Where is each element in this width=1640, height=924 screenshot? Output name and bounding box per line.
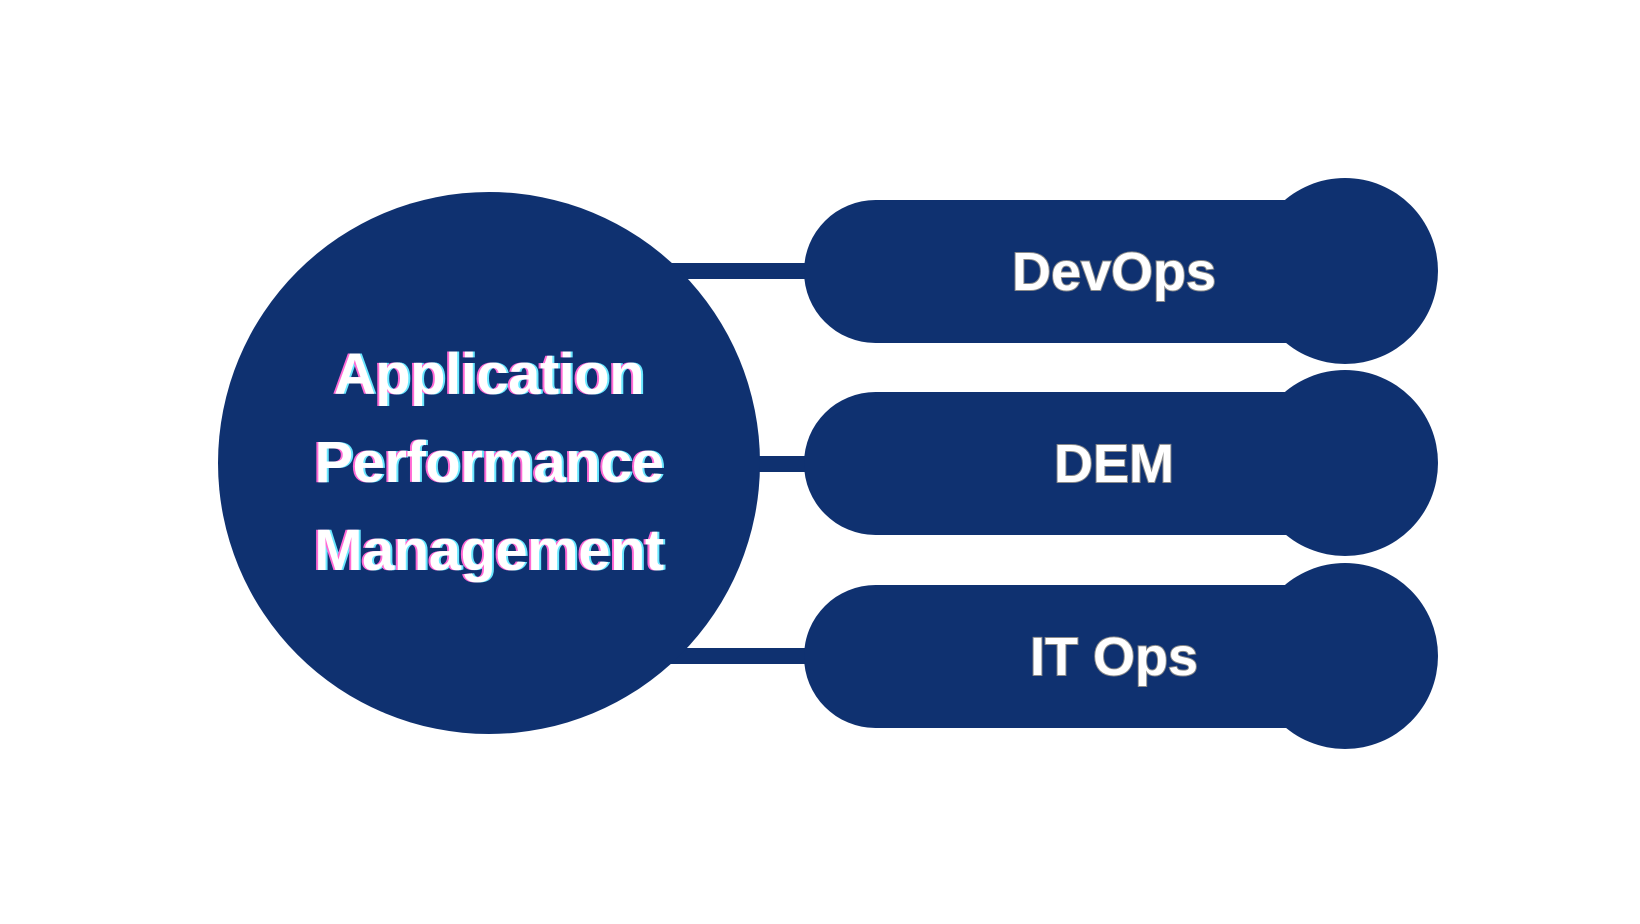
center-title-line-1: Application [333,342,645,407]
center-title-line-3: Management [314,518,664,583]
pill-dem [804,392,1364,535]
pill-devops [804,200,1364,343]
branch-label-dem: DEM [1053,433,1175,495]
pill-itops [804,585,1364,728]
branch-label-itops: IT Ops [1029,626,1199,688]
central-circle: Application Performance Management [218,192,760,734]
branch-label-devops: DevOps [1011,241,1217,303]
center-title-line-2: Performance [314,430,664,495]
